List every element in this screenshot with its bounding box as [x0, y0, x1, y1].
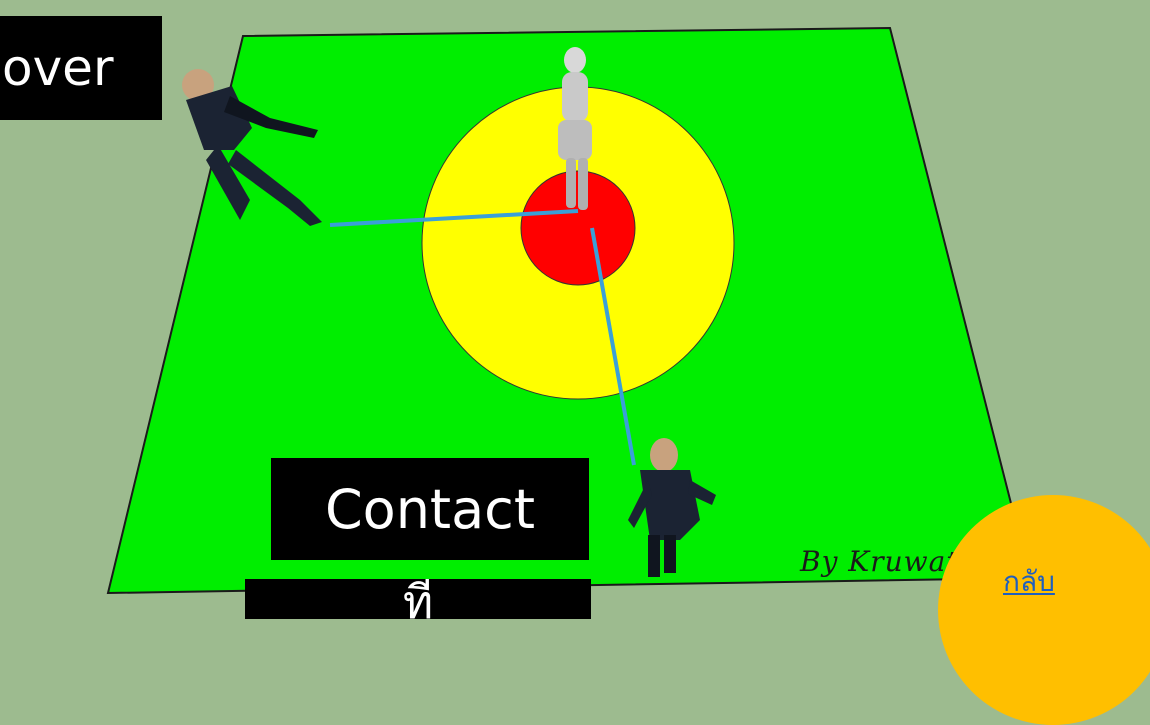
signature-text: By Kruwat	[800, 545, 959, 578]
bottom-label-text: ที่	[403, 579, 433, 619]
back-button[interactable]	[938, 495, 1150, 725]
contact-label: Contact	[271, 458, 589, 560]
cover-label: over	[0, 16, 162, 120]
back-link[interactable]: กลับ	[1003, 560, 1055, 604]
cover-label-text: over	[2, 39, 114, 97]
contact-label-text: Contact	[325, 478, 535, 541]
bottom-label: ที่	[245, 579, 591, 619]
